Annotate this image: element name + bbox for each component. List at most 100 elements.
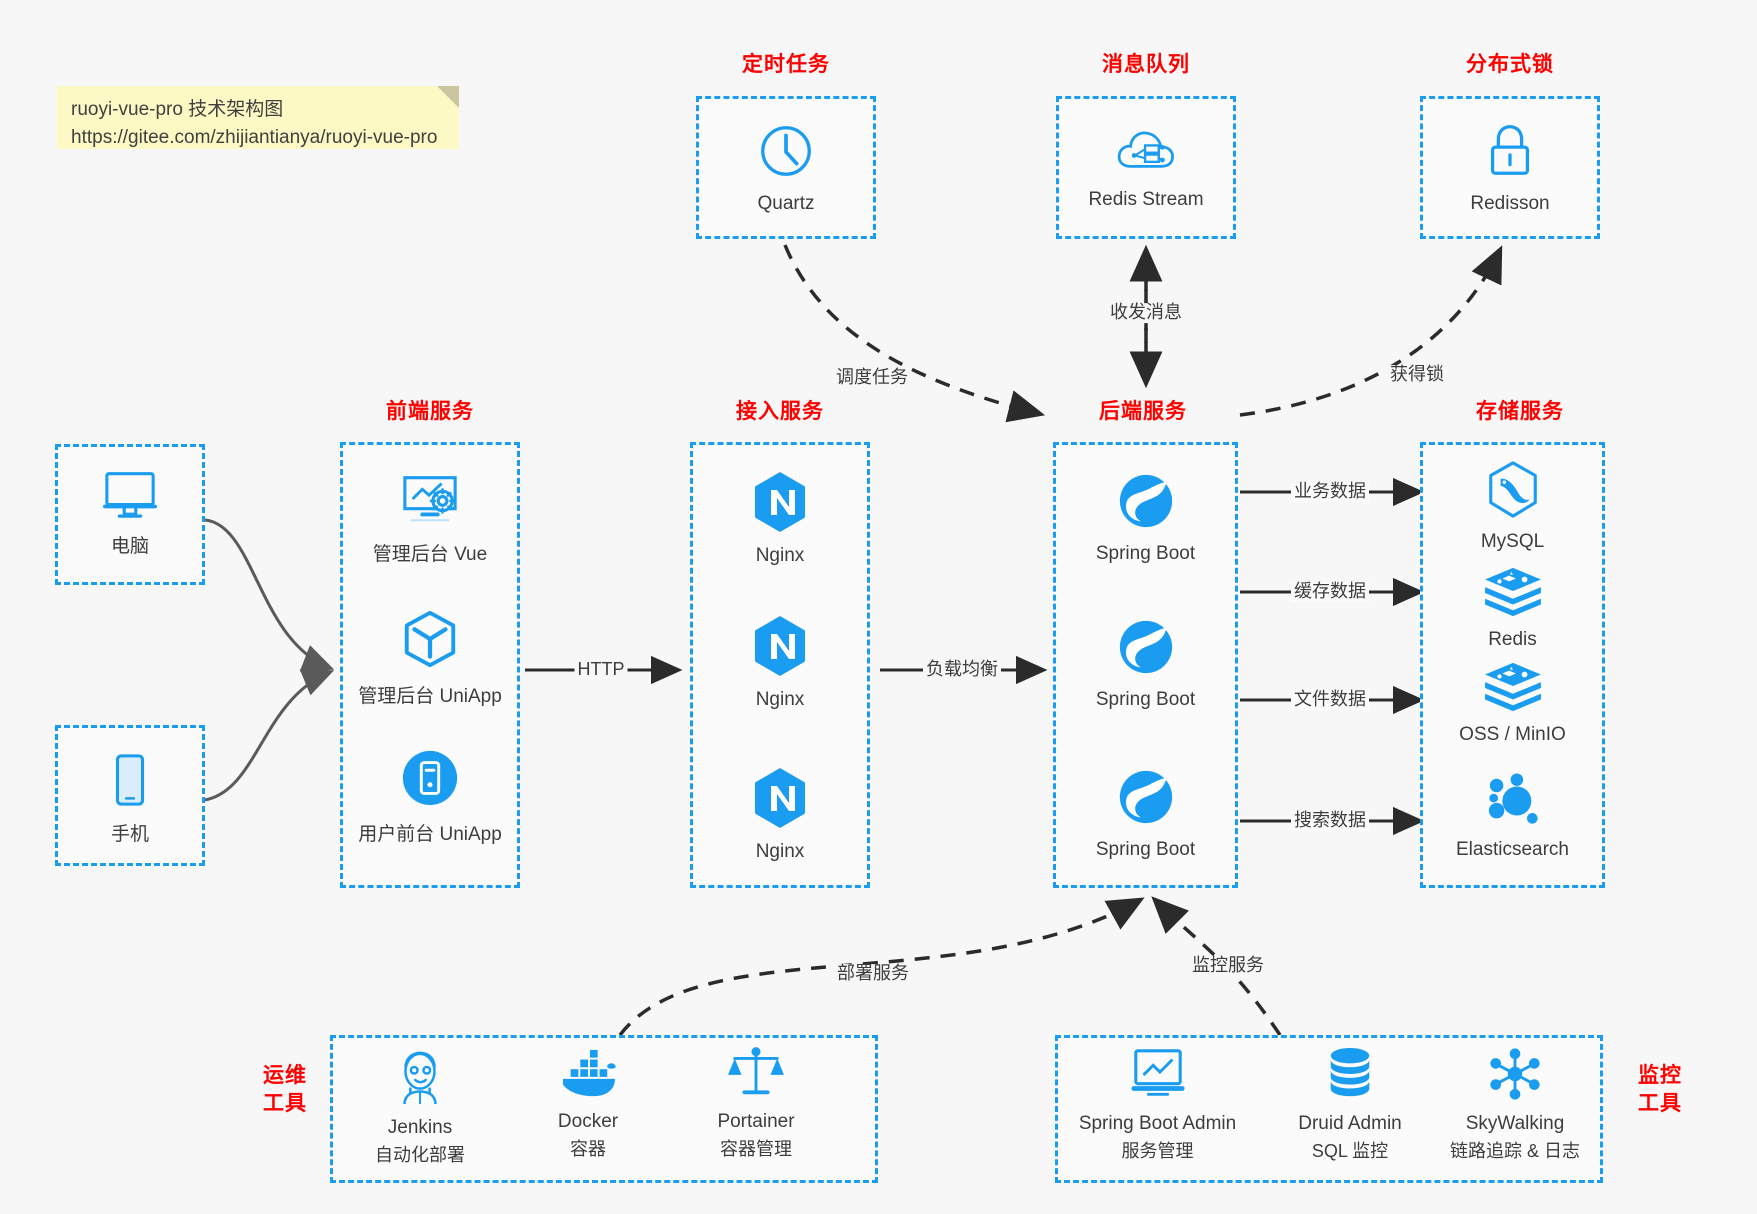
group-title-devops-line2: 工具: [263, 1092, 307, 1116]
edge-label-deploy-service: 部署服务: [834, 963, 912, 984]
diagram-note: ruoyi-vue-pro 技术架构图 https://gitee.com/zh…: [57, 86, 459, 149]
node-portainer[interactable]: Portainer 容器管理: [676, 1044, 836, 1161]
node-nginx-2[interactable]: Nginx: [690, 614, 870, 711]
node-label: Druid Admin: [1298, 1113, 1402, 1134]
nginx-icon: [751, 470, 809, 539]
node-desktop[interactable]: 电脑: [55, 466, 205, 558]
mysql-dolphin-icon: [1484, 460, 1542, 525]
node-sublabel: 链路追踪 & 日志: [1449, 1141, 1580, 1161]
node-quartz[interactable]: Quartz: [696, 120, 876, 215]
group-title-monitor-line2: 工具: [1638, 1092, 1682, 1116]
jenkins-butler-icon: [392, 1048, 448, 1111]
mobile-phone-icon: [110, 752, 150, 813]
node-spring-boot-admin[interactable]: Spring Boot Admin 服务管理: [1060, 1046, 1255, 1163]
group-title-scheduled-task: 定时任务: [742, 53, 830, 76]
node-mysql[interactable]: MySQL: [1420, 460, 1605, 553]
node-sublabel: 容器: [570, 1139, 606, 1159]
note-fold-corner: [437, 86, 459, 108]
oss-stack-icon: [1483, 661, 1543, 718]
node-label: 手机: [110, 824, 149, 845]
node-label: 用户前台 UniApp: [358, 824, 502, 845]
monitor-chart-icon: [1129, 1046, 1187, 1107]
edge-label-business-data: 业务数据: [1291, 481, 1369, 502]
node-label: Spring Boot: [1095, 839, 1196, 860]
edge-label-cache-data: 缓存数据: [1291, 581, 1369, 602]
node-redisson[interactable]: Redisson: [1420, 120, 1600, 215]
group-title-distributed-lock: 分布式锁: [1466, 53, 1554, 76]
node-oss-minio[interactable]: OSS / MinIO: [1420, 661, 1605, 746]
lock-icon: [1482, 120, 1538, 187]
group-box-scheduled-task: [696, 96, 876, 239]
node-label: Spring Boot: [1095, 689, 1196, 710]
elasticsearch-icon: [1484, 772, 1542, 833]
spring-leaf-icon: [1115, 470, 1177, 537]
node-label: Portainer: [717, 1111, 795, 1132]
node-spring-boot-3[interactable]: Spring Boot: [1053, 766, 1238, 861]
node-label: Spring Boot: [1095, 543, 1196, 564]
node-redis[interactable]: Redis: [1420, 566, 1605, 651]
nginx-icon: [751, 766, 809, 835]
node-redis-stream[interactable]: Redis Stream: [1056, 122, 1236, 211]
edge-label-load-balance: 负载均衡: [923, 659, 1001, 680]
skywalking-node-icon: [1487, 1046, 1543, 1107]
cube-icon: [399, 608, 461, 675]
group-title-gateway: 接入服务: [736, 400, 824, 423]
group-box-distributed-lock: [1420, 96, 1600, 239]
spring-leaf-icon: [1115, 766, 1177, 833]
node-nginx-3[interactable]: Nginx: [690, 766, 870, 863]
node-label: Quartz: [757, 193, 815, 214]
node-label: Spring Boot Admin: [1078, 1113, 1237, 1134]
edge-acquire-lock: [1239, 245, 1503, 417]
note-line-title: ruoyi-vue-pro 技术架构图: [71, 99, 284, 120]
group-title-backend: 后端服务: [1099, 400, 1187, 423]
group-title-message-queue: 消息队列: [1102, 53, 1190, 76]
node-user-uniapp[interactable]: 用户前台 UniApp: [340, 748, 520, 846]
node-label: Nginx: [755, 841, 805, 862]
node-mobile[interactable]: 手机: [55, 752, 205, 846]
edge-clients-to-frontend: [204, 518, 335, 802]
edge-label-http: HTTP: [574, 659, 628, 680]
group-title-monitor: 监控 工具: [1620, 1062, 1700, 1119]
edge-storage-links: [1240, 477, 1425, 836]
database-icon: [1323, 1046, 1377, 1107]
nginx-icon: [751, 614, 809, 683]
group-title-frontend: 前端服务: [386, 400, 474, 423]
node-admin-uniapp[interactable]: 管理后台 UniApp: [340, 608, 520, 708]
cloud-stream-icon: [1115, 122, 1177, 183]
node-docker[interactable]: Docker 容器: [508, 1048, 668, 1161]
node-label: 管理后台 UniApp: [358, 686, 502, 707]
node-nginx-1[interactable]: Nginx: [690, 470, 870, 567]
node-jenkins[interactable]: Jenkins 自动化部署: [340, 1048, 500, 1167]
edge-schedule-task: [783, 244, 1046, 423]
node-spring-boot-2[interactable]: Spring Boot: [1053, 616, 1238, 711]
edge-label-file-data: 文件数据: [1291, 689, 1369, 710]
group-title-devops: 运维 工具: [250, 1062, 320, 1119]
node-label: Redisson: [1470, 193, 1550, 214]
edge-label-monitor-service: 监控服务: [1189, 955, 1267, 976]
node-druid-admin[interactable]: Druid Admin SQL 监控: [1270, 1046, 1430, 1163]
node-label: Redis Stream: [1088, 189, 1204, 210]
node-label: Docker: [557, 1111, 619, 1132]
edge-label-schedule-task: 调度任务: [833, 367, 911, 388]
node-admin-vue[interactable]: 管理后台 Vue: [340, 470, 520, 566]
group-title-storage: 存储服务: [1476, 400, 1564, 423]
clock-icon: [755, 120, 817, 187]
node-label: SkyWalking: [1465, 1113, 1565, 1134]
note-line-url: https://gitee.com/zhijiantianya/ruoyi-vu…: [71, 126, 438, 148]
dashboard-settings-icon: [399, 470, 461, 533]
node-label: Jenkins: [387, 1117, 453, 1138]
node-label: MySQL: [1480, 531, 1545, 552]
node-label: Elasticsearch: [1456, 839, 1569, 860]
edge-label-acquire-lock: 获得锁: [1387, 364, 1447, 385]
node-elasticsearch[interactable]: Elasticsearch: [1420, 772, 1605, 861]
node-spring-boot-1[interactable]: Spring Boot: [1053, 470, 1238, 565]
group-title-monitor-line1: 监控: [1638, 1064, 1682, 1087]
node-label: Nginx: [755, 689, 805, 710]
node-skywalking[interactable]: SkyWalking 链路追踪 & 日志: [1430, 1046, 1600, 1163]
group-box-devops: [330, 1035, 878, 1183]
node-sublabel: 服务管理: [1121, 1141, 1194, 1161]
node-sublabel: 自动化部署: [375, 1145, 465, 1165]
group-box-message-queue: [1056, 96, 1236, 239]
scales-icon: [727, 1044, 785, 1105]
